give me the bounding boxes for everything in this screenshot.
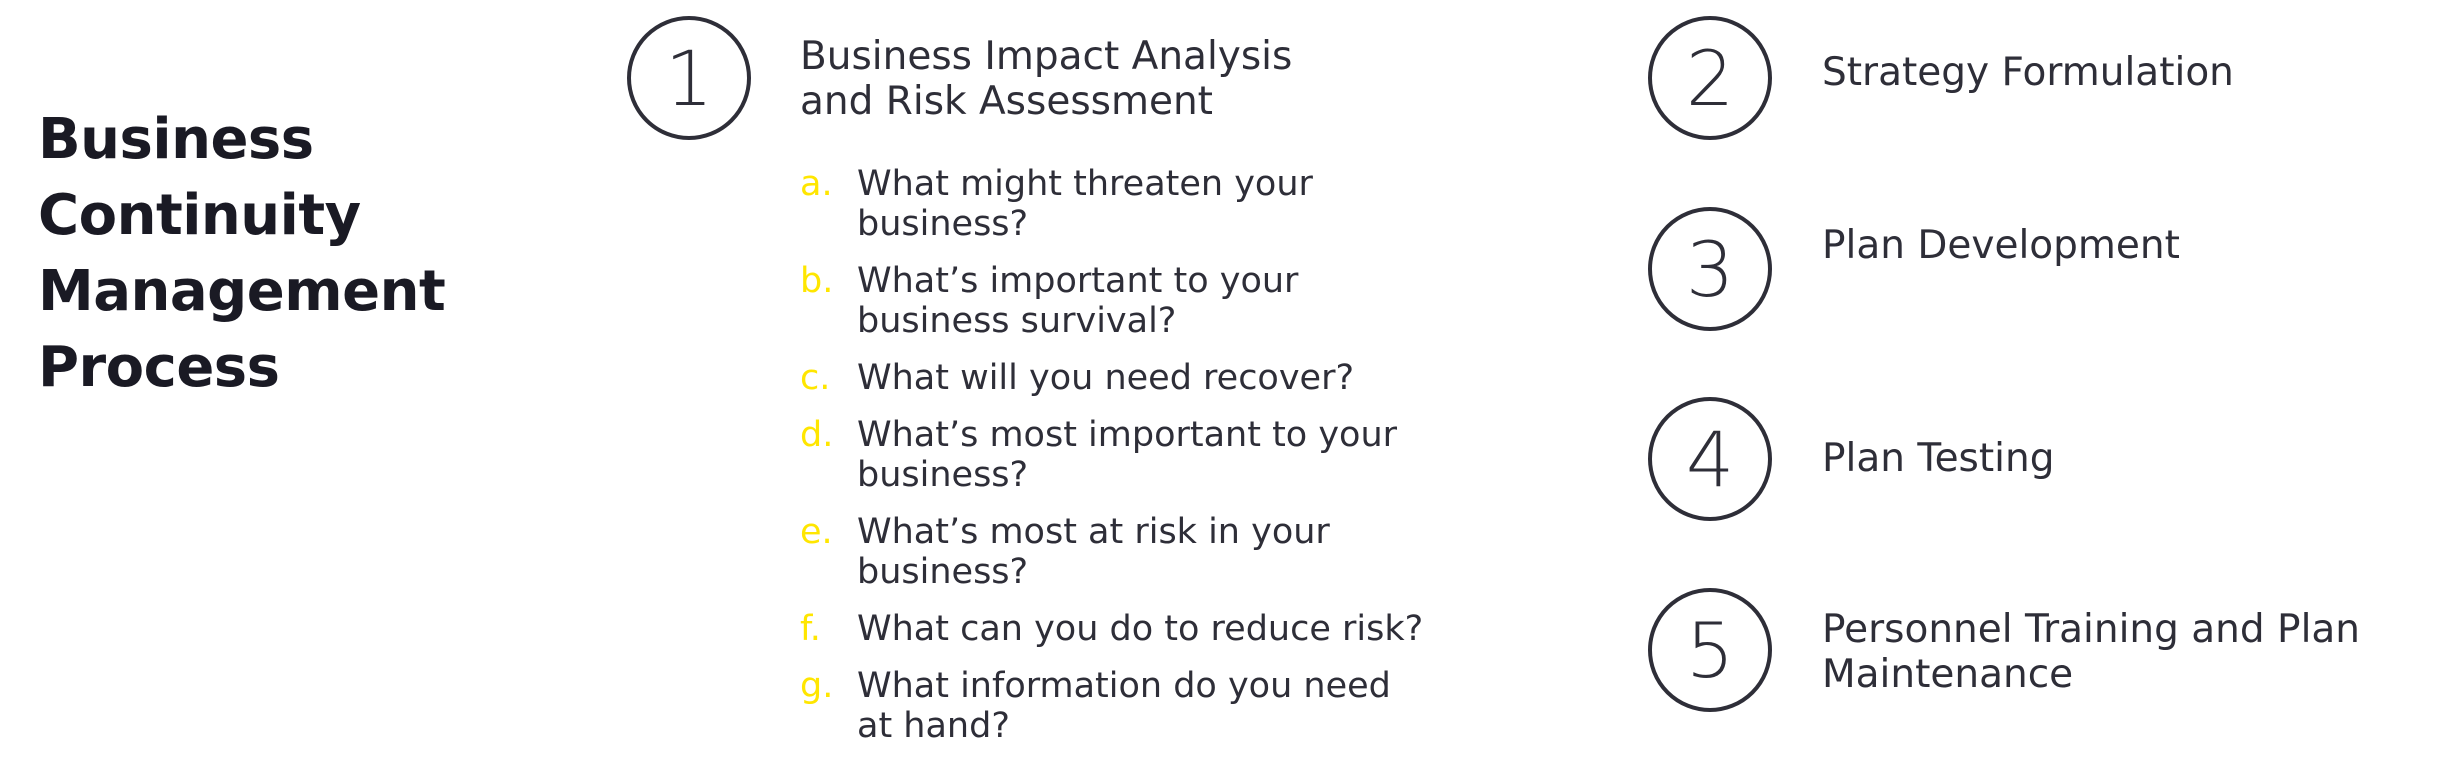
step-1-number: 1 [664, 33, 714, 123]
question-letter: d. [800, 415, 834, 455]
question-item-c: c. What will you need recover? [800, 358, 1440, 398]
step-3-title: Plan Development [1822, 223, 2180, 268]
title-line: Continuity [38, 183, 361, 248]
step-5-title: Personnel Training and Plan Maintenance [1822, 607, 2361, 697]
question-letter: b. [800, 261, 834, 301]
title-line: Business [38, 107, 314, 172]
step-5-circle: 5 [1648, 588, 1772, 712]
step-4-number: 4 [1685, 414, 1735, 504]
step-2-number: 2 [1685, 33, 1735, 123]
question-text: What will you need recover? [857, 358, 1355, 398]
question-letter: g. [800, 666, 834, 706]
question-item-g: g. What information do you need at hand? [800, 666, 1440, 746]
step-3-number: 3 [1685, 224, 1735, 314]
step-4-circle: 4 [1648, 397, 1772, 521]
question-item-e: e. What’s most at risk in your business? [800, 512, 1440, 592]
question-item-f: f. What can you do to reduce risk? [800, 609, 1440, 649]
step-3-circle: 3 [1648, 207, 1772, 331]
question-item-d: d. What’s most important to your busines… [800, 415, 1440, 495]
step-5-number: 5 [1685, 605, 1735, 695]
title-line: Management [38, 259, 446, 324]
question-text: What’s most at risk in your business? [857, 512, 1330, 592]
step-1-circle: 1 [627, 16, 751, 140]
question-letter: e. [800, 512, 833, 552]
question-text: What’s most important to your business? [857, 415, 1398, 495]
page-title: Business Continuity Management Process [38, 102, 538, 406]
question-text: What’s important to your business surviv… [857, 261, 1299, 341]
question-text: What can you do to reduce risk? [857, 609, 1424, 649]
question-letter: f. [800, 609, 821, 649]
step-1-question-list: a. What might threaten your business? b.… [800, 164, 1440, 763]
step-1-title: Business Impact Analysis and Risk Assess… [800, 34, 1293, 124]
question-item-b: b. What’s important to your business sur… [800, 261, 1440, 341]
step-4-title: Plan Testing [1822, 436, 2055, 481]
question-text: What might threaten your business? [857, 164, 1313, 244]
question-item-a: a. What might threaten your business? [800, 164, 1440, 244]
step-2-title: Strategy Formulation [1822, 50, 2234, 95]
question-letter: c. [800, 358, 831, 398]
step-2-circle: 2 [1648, 16, 1772, 140]
title-line: Process [38, 335, 280, 400]
question-text: What information do you need at hand? [857, 666, 1391, 746]
question-letter: a. [800, 164, 833, 204]
